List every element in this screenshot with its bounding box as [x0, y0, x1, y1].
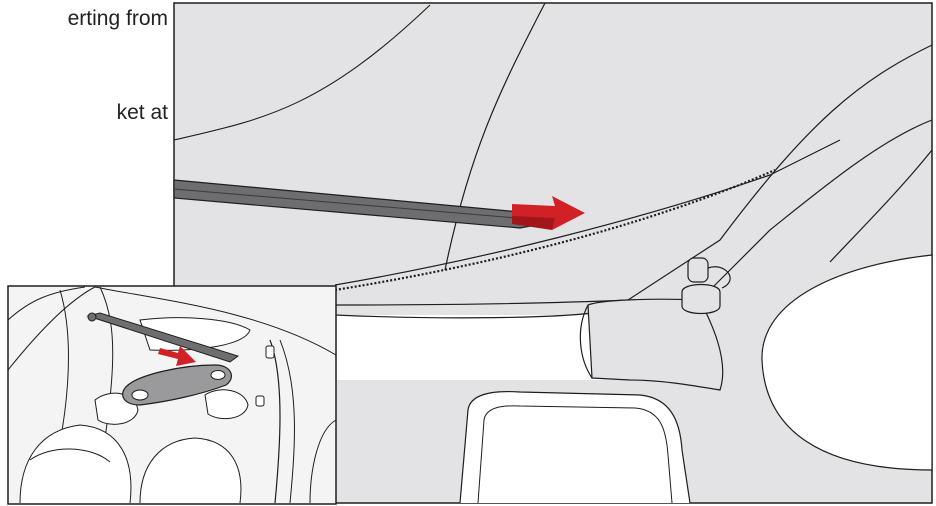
headliner-left-edge — [173, 4, 431, 141]
seat-back — [459, 390, 691, 504]
instruction-line-1: erting from — [67, 7, 168, 30]
pillar-line-1 — [627, 44, 933, 301]
side-window — [761, 254, 933, 471]
instruction-text: erting from ket at — [0, 4, 168, 128]
headliner-seam — [444, 2, 546, 271]
inset-pillar-b — [7, 286, 96, 371]
pillar-line-3 — [829, 149, 933, 263]
inset-seat-left — [19, 424, 132, 504]
trim-seam-dashed — [334, 168, 776, 292]
inset-clip-icon — [255, 345, 275, 407]
instruction-line-2: ket at — [116, 101, 168, 124]
direction-arrow-icon — [512, 196, 585, 230]
lower-sidewall — [335, 315, 631, 380]
grab-handle-bracket-icon — [122, 364, 232, 406]
inset-steering — [29, 448, 111, 463]
inset-pry-tool-icon — [86, 312, 240, 363]
inset-roof-line — [94, 286, 337, 356]
seat-back-inner — [477, 405, 673, 504]
inset-pillar-a — [7, 286, 86, 321]
pillar-line-2 — [709, 119, 933, 291]
bolster — [587, 298, 724, 391]
sidewall-edge — [334, 311, 601, 319]
inset-door-edge-3 — [309, 419, 337, 504]
inset-direction-arrow-icon — [158, 346, 196, 366]
inset-headrest-mid — [204, 389, 249, 420]
trim-lower-edge — [334, 299, 629, 306]
inset-door-edge-2 — [279, 339, 295, 504]
bolster-fold — [579, 304, 593, 379]
inset-illustration — [7, 285, 337, 505]
inset-seat-mid — [139, 437, 242, 504]
clip-icon — [681, 257, 731, 315]
